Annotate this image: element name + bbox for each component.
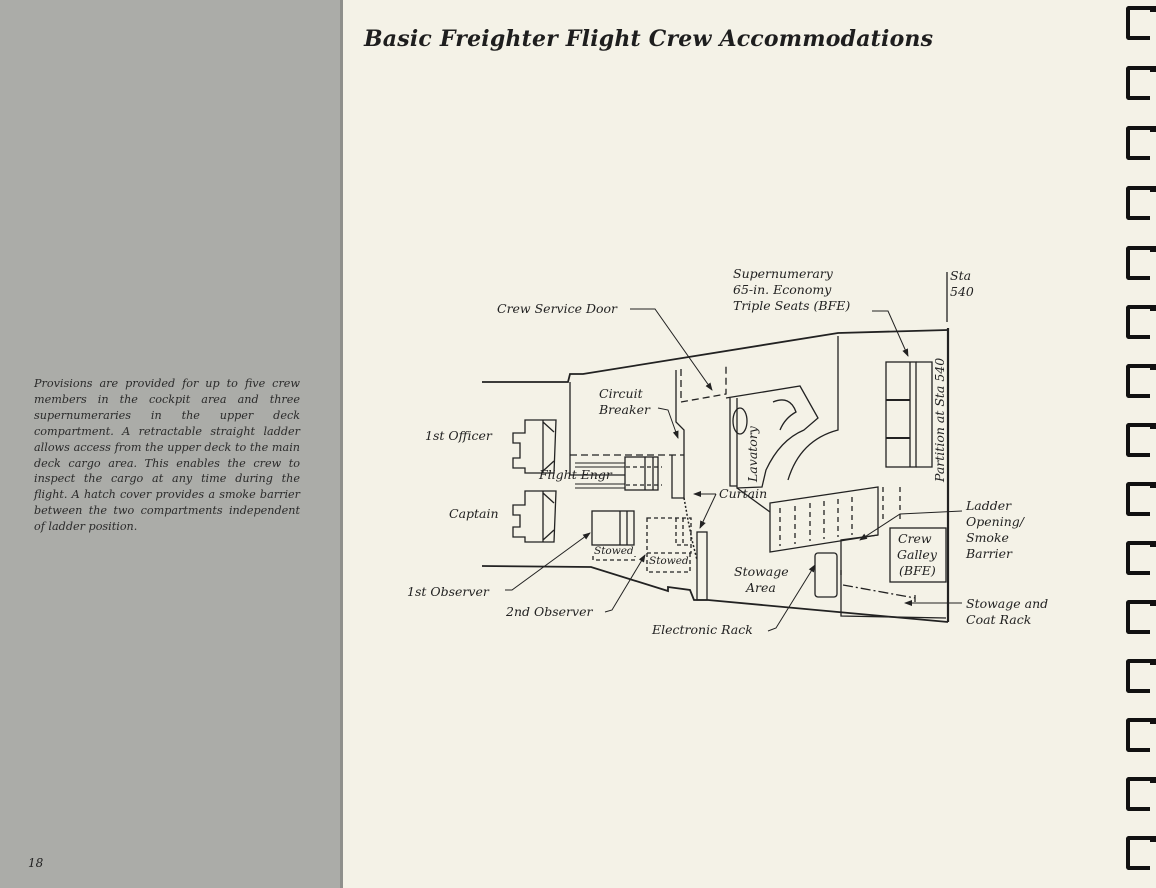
stowage-rack-box <box>814 552 838 598</box>
label-first-observer: 1st Observer <box>407 584 489 599</box>
label-flight-engr: Flight Engr <box>539 467 612 482</box>
label-stowage-area: Area <box>746 580 776 595</box>
label-second-observer: 2nd Observer <box>506 604 593 619</box>
binding-ring <box>1126 423 1156 457</box>
circuit-breaker-panel <box>671 370 685 499</box>
label-ladder-opening: Ladder <box>966 498 1012 513</box>
label-circuit-breaker: Circuit <box>599 386 643 401</box>
fuselage-top-outline <box>482 329 949 383</box>
captain-seat <box>512 490 557 543</box>
label-supernumerary: 65-in. Economy <box>733 282 832 297</box>
binding-ring <box>1126 659 1156 693</box>
first-observer-seat <box>591 510 636 561</box>
curtain-line <box>683 497 698 561</box>
label-curtain: Curtain <box>719 486 768 501</box>
page-number: 18 <box>28 856 44 870</box>
label-circuit-breaker: Breaker <box>599 402 650 417</box>
label-supernumerary: Triple Seats (BFE) <box>733 298 851 313</box>
label-sta: 540 <box>950 284 974 299</box>
label-crew-galley: Crew <box>898 531 932 546</box>
label-crew-service-door: Crew Service Door <box>497 301 618 316</box>
binding-ring <box>1126 126 1156 160</box>
first-officer-seat <box>512 419 557 474</box>
page-title: Basic Freighter Flight Crew Accommodatio… <box>364 26 934 52</box>
second-observer-seat <box>646 517 692 573</box>
label-crew-galley: (BFE) <box>899 563 936 578</box>
label-electronic-rack: Electronic Rack <box>652 622 753 637</box>
binding-ring <box>1126 364 1156 398</box>
label-stowage-coat-rack: Stowage and <box>966 596 1049 611</box>
label-crew-galley: Galley <box>897 547 937 562</box>
binding-ring <box>1126 186 1156 220</box>
label-first-officer: 1st Officer <box>425 428 492 443</box>
label-ladder-opening: Barrier <box>966 546 1012 561</box>
coat-rack-line <box>842 584 916 602</box>
label-ladder-opening: Opening/ <box>966 514 1024 529</box>
binding-ring <box>1126 66 1156 100</box>
label-partition: Partition at Sta 540 <box>932 357 947 482</box>
fuselage-bottom-outline <box>481 565 949 623</box>
binding-ring <box>1126 246 1156 280</box>
binding-ring <box>1126 6 1156 40</box>
label-stowage-coat-rack: Coat Rack <box>966 612 1032 627</box>
label-captain: Captain <box>449 506 499 521</box>
ladder-opening <box>769 486 901 553</box>
label-sta: Sta <box>950 268 972 283</box>
label-stowed: Stowed <box>594 545 634 557</box>
electronic-rack-box <box>696 531 708 601</box>
binding-ring <box>1126 541 1156 575</box>
label-supernumerary: Supernumerary <box>733 266 833 281</box>
binding-ring <box>1126 600 1156 634</box>
flight-engineer-station <box>575 456 662 491</box>
crew-galley-box <box>889 527 947 583</box>
galley-wall <box>840 570 947 619</box>
label-ladder-opening: Smoke <box>966 530 1009 545</box>
lavatory <box>725 336 839 513</box>
label-lavatory: Lavatory <box>745 426 760 482</box>
cockpit-panel <box>569 382 625 476</box>
label-stowed: Stowed <box>649 555 689 567</box>
label-stowage-area: Stowage <box>734 564 789 579</box>
binding-ring <box>1126 718 1156 752</box>
intro-paragraph: Provisions are provided for up to five c… <box>34 377 300 534</box>
binding-ring <box>1126 836 1156 870</box>
binding-ring <box>1126 482 1156 516</box>
service-door-dashed <box>680 364 727 403</box>
left-gray-panel <box>0 0 342 888</box>
binding-ring <box>1126 777 1156 811</box>
page-gutter <box>340 0 343 888</box>
triple-seats <box>885 361 933 468</box>
leader-lines <box>505 308 963 632</box>
binding-ring <box>1126 305 1156 339</box>
